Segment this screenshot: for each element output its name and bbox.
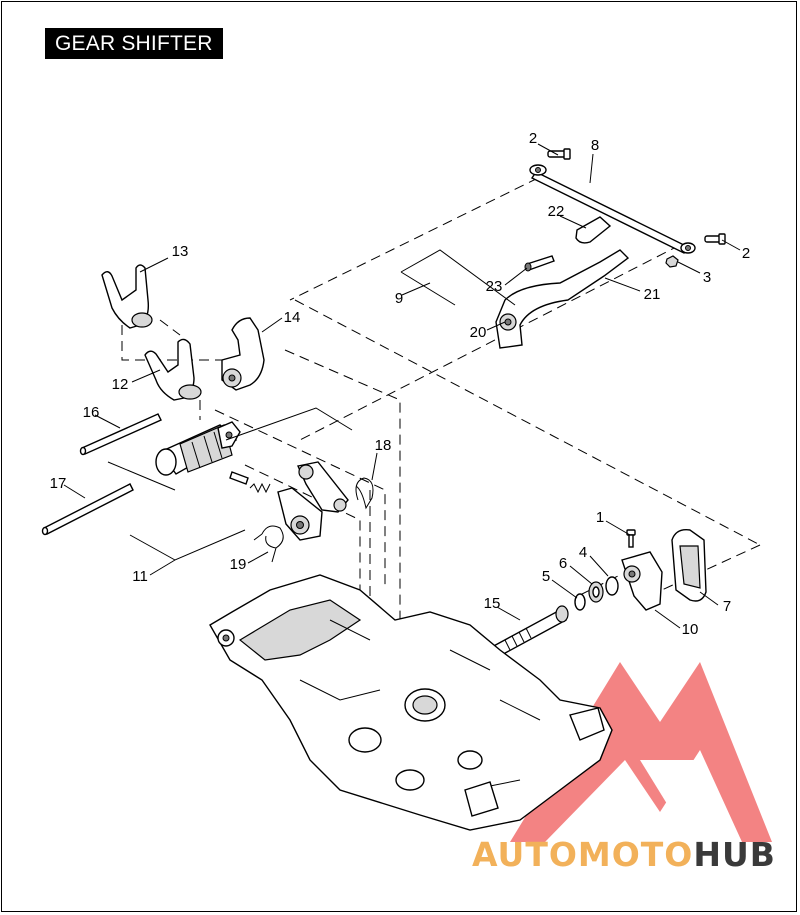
callout-3: 3: [702, 269, 712, 286]
callout-11: 11: [132, 568, 148, 585]
callout-2a: 2: [528, 130, 538, 147]
callout-1: 1: [595, 509, 605, 526]
watermark-auto: AUTO: [472, 835, 578, 874]
leader-lines: [63, 143, 741, 629]
shift-rod: [529, 164, 696, 254]
fork-shaft-17: [41, 483, 134, 536]
watermark-moto: MOTO: [577, 835, 694, 874]
cover-7: [671, 529, 707, 602]
shift-drum: [155, 421, 241, 476]
callout-14: 14: [283, 309, 301, 326]
callout-8: 8: [590, 137, 600, 154]
watermark-logo: [510, 662, 772, 842]
callout-7: 7: [722, 598, 732, 615]
shift-lever: [495, 216, 630, 349]
shifter-pawl: [297, 461, 349, 513]
shift-fork-12: [144, 338, 202, 401]
screw-2a: [547, 148, 571, 160]
watermark-text: AUTOMOTOHUB: [472, 835, 776, 874]
callout-10: 10: [681, 621, 699, 638]
callout-20: 20: [469, 324, 487, 341]
detent-spring: [249, 482, 271, 494]
nut-3: [665, 255, 679, 268]
callout-9: 9: [394, 290, 404, 307]
callout-23: 23: [485, 278, 503, 295]
callout-15: 15: [483, 595, 501, 612]
callout-18: 18: [374, 437, 392, 454]
page-title: GEAR SHIFTER: [45, 28, 223, 59]
spring-18: [355, 477, 374, 510]
bracket-10: [621, 551, 663, 611]
shifter-shaft-15: [489, 605, 569, 659]
callout-19: 19: [229, 556, 247, 573]
callout-17: 17: [49, 475, 67, 492]
o-ring-4: [605, 576, 619, 596]
shifter-arm: [277, 487, 323, 541]
spring-19: [253, 525, 284, 563]
shift-fork-14: [221, 317, 265, 391]
retaining-ring-5: [574, 593, 586, 611]
fork-shaft-16: [79, 413, 162, 456]
callout-2b: 2: [741, 245, 751, 262]
callout-16: 16: [82, 404, 100, 421]
detent-pin: [229, 471, 249, 485]
seal-6: [588, 581, 604, 603]
watermark-hub: HUB: [693, 835, 776, 874]
callout-22: 22: [547, 203, 565, 220]
callout-13: 13: [171, 243, 189, 260]
callout-4: 4: [578, 544, 588, 561]
callout-12: 12: [111, 376, 129, 393]
screw-2b: [704, 233, 726, 245]
assembly-dashed-lines: [121, 177, 761, 620]
callout-21: 21: [643, 286, 661, 303]
shift-fork-13: [101, 264, 153, 329]
callout-6: 6: [558, 555, 568, 572]
crankcase: [209, 574, 613, 831]
screw-1: [626, 529, 636, 548]
callout-5: 5: [541, 568, 551, 585]
